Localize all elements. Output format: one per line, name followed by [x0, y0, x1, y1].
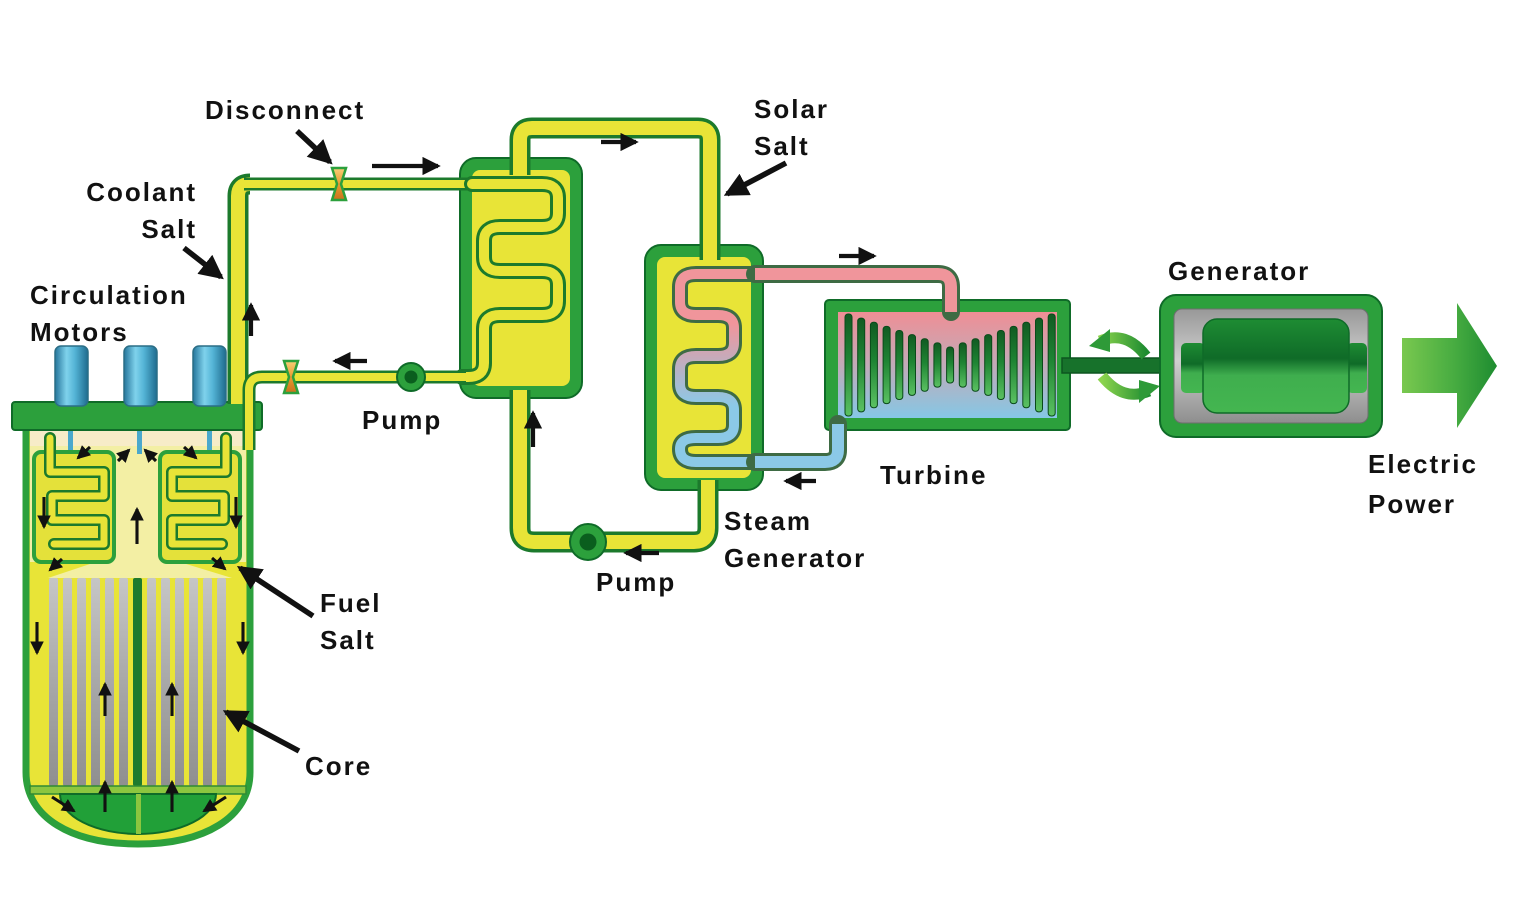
- lower-support-plate: [29, 785, 247, 795]
- core-rod: [77, 578, 86, 786]
- label-turbine: Turbine: [880, 460, 987, 490]
- turbine-blade: [895, 330, 904, 400]
- core-rod: [49, 578, 58, 786]
- pointer-arrow-solar-salt: [723, 160, 788, 197]
- motor-shaft: [68, 428, 73, 454]
- label-fuel-salt-2: Salt: [320, 625, 376, 655]
- internal-hx-right-coil: [166, 432, 232, 550]
- electric-power-arrow: [1402, 303, 1497, 428]
- steam-coil: [672, 266, 765, 470]
- pointer-arrow-fuel-salt: [236, 565, 315, 619]
- pointer-arrow-coolant-salt: [182, 245, 224, 280]
- coolant-cold-pipe: [242, 370, 466, 450]
- rotor-boss-left: [1181, 343, 1205, 393]
- turbine-blade: [933, 342, 942, 388]
- primary-pump: [396, 362, 426, 392]
- rotation-arrow-bottom: [1097, 372, 1160, 403]
- feedwater-pipe: [746, 415, 847, 471]
- label-circulation-motors-2: Motors: [30, 317, 129, 347]
- ihx-coil: [454, 176, 566, 385]
- dome-drain-line: [136, 794, 141, 834]
- turbine-blade: [882, 325, 891, 405]
- label-generator: Generator: [1168, 256, 1310, 286]
- turbine-blade: [946, 346, 955, 384]
- vessel-internal-flow-arrows: [30, 445, 250, 813]
- core-rod: [63, 578, 72, 786]
- generator: [1159, 294, 1383, 438]
- motor-shaft: [137, 428, 142, 454]
- turbine-blade: [996, 330, 1005, 400]
- label-steam-generator-1: Steam: [724, 506, 812, 536]
- label-solar-salt-1: Solar: [754, 94, 829, 124]
- turbine-blade: [844, 313, 853, 417]
- core-rod: [203, 578, 212, 786]
- pointer-arrow-disconnect: [295, 128, 333, 165]
- label-fuel-salt-1: Fuel: [320, 588, 381, 618]
- label-electric-power-2: Power: [1368, 489, 1456, 519]
- core-rod: [105, 578, 114, 786]
- label-steam-generator-2: Generator: [724, 543, 866, 573]
- coolant-hot-pipe: [227, 173, 478, 404]
- label-primary-pump: Pump: [362, 405, 442, 435]
- reactor-vessel: [11, 345, 263, 848]
- disconnect-valve-top: [330, 166, 348, 202]
- turbine-blade: [869, 321, 878, 409]
- turbine-blade: [958, 342, 967, 388]
- control-rod: [133, 578, 142, 786]
- turbine-blade: [984, 334, 993, 396]
- turbine-blade: [1035, 317, 1043, 413]
- internal-hx-left: [32, 450, 116, 564]
- internal-hx-right: [158, 450, 242, 564]
- reactor-core: [49, 578, 226, 786]
- generator-rotor: [1202, 318, 1350, 414]
- turbine-blade: [920, 338, 929, 392]
- turbine-blade: [857, 317, 866, 413]
- core-rod: [217, 578, 226, 786]
- core-rod: [119, 578, 128, 786]
- core-rod: [175, 578, 184, 786]
- reactor-funnel: [48, 556, 232, 578]
- label-core: Core: [305, 751, 372, 781]
- steam-pipe: [746, 265, 960, 321]
- label-coolant-salt-1: Coolant: [86, 177, 197, 207]
- rotor-boss-right: [1347, 343, 1367, 393]
- disconnect-valve-bottom: [282, 359, 300, 395]
- rotation-arrow-top: [1089, 329, 1151, 360]
- turbine-blade: [908, 334, 916, 396]
- solar-salt-pipe-cold: [509, 390, 719, 553]
- turbine-blade: [1009, 325, 1018, 405]
- turbine-blade: [1047, 313, 1056, 417]
- turbine-blade: [971, 338, 980, 392]
- solar-salt-pipe-hot: [509, 117, 721, 260]
- core-rod: [161, 578, 170, 786]
- flow-arrows: [241, 132, 877, 563]
- pointer-arrow-core: [222, 709, 301, 754]
- turbine-blade: [1022, 321, 1031, 409]
- turbine-blade-rows: [844, 313, 1056, 417]
- label-circulation-motors-1: Circulation: [30, 280, 188, 310]
- internal-hx-left-coil: [44, 432, 110, 550]
- core-rod: [189, 578, 198, 786]
- label-coolant-salt-2: Salt: [141, 214, 197, 244]
- core-rod: [91, 578, 100, 786]
- label-solar-salt-2: Salt: [754, 131, 810, 161]
- motor-shaft: [207, 428, 212, 454]
- label-disconnect: Disconnect: [205, 95, 365, 125]
- label-electric-power-1: Electric: [1368, 449, 1478, 479]
- label-secondary-pump: Pump: [596, 567, 676, 597]
- core-rod: [147, 578, 156, 786]
- circulation-motor: [54, 345, 227, 407]
- turbine: [824, 299, 1071, 431]
- secondary-pump: [569, 523, 607, 561]
